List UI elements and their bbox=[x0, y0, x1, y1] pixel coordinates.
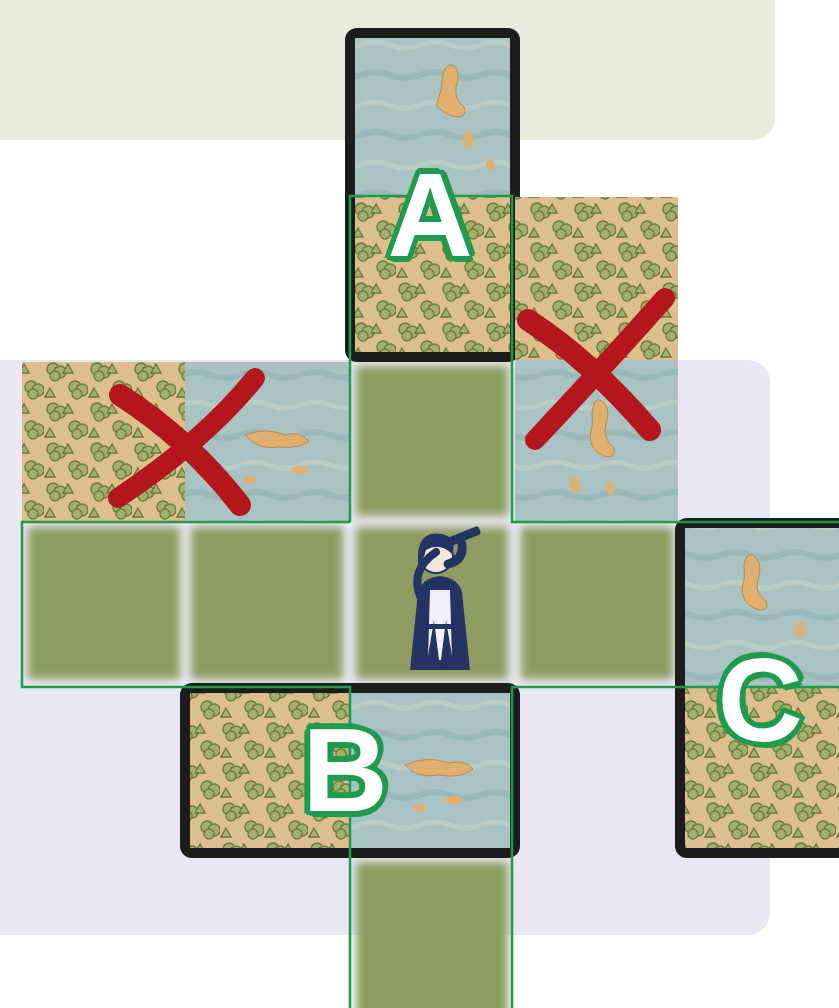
card-rejected bbox=[22, 362, 350, 522]
explorer-figure bbox=[410, 526, 481, 670]
map-card: A bbox=[345, 28, 520, 362]
lower-band bbox=[0, 360, 770, 935]
card-rejected bbox=[515, 197, 678, 522]
card-letter: C bbox=[717, 641, 802, 759]
card-letter: B bbox=[302, 711, 387, 829]
reach-outline bbox=[22, 196, 839, 1008]
map-card: B bbox=[180, 683, 520, 858]
map-card: C bbox=[675, 518, 839, 858]
card-letter: A bbox=[387, 156, 472, 274]
